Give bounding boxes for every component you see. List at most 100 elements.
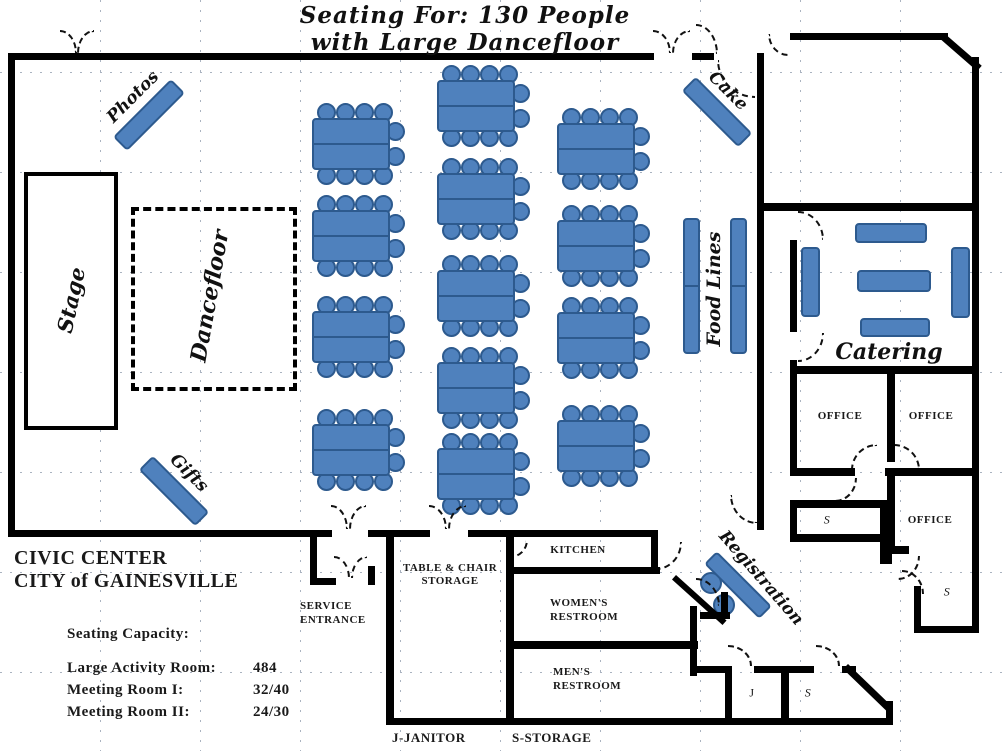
wall <box>972 57 979 633</box>
capacity-heading: Seating Capacity: <box>67 626 190 642</box>
mens-restroom-label-line1: MEN'S <box>553 666 591 678</box>
door-arc <box>334 556 350 578</box>
storage-label-line2: STORAGE <box>421 575 479 587</box>
wall <box>790 366 797 476</box>
door-arc <box>768 34 788 56</box>
door-arc <box>331 505 348 529</box>
banquet-table <box>557 420 635 472</box>
wall <box>508 567 660 574</box>
wall <box>757 53 764 530</box>
table-divider <box>314 235 388 237</box>
grid-line <box>0 572 1002 573</box>
storage-abbrev-label-2: S <box>943 584 951 599</box>
wall <box>8 53 654 60</box>
banquet-table <box>557 312 635 364</box>
table-divider <box>439 295 513 297</box>
wall <box>725 666 732 723</box>
grid-line <box>400 0 401 751</box>
legend-storage: S-STORAGE <box>512 730 592 745</box>
wall <box>790 240 797 332</box>
wall <box>310 530 317 585</box>
wall <box>914 586 921 633</box>
wall <box>914 626 979 633</box>
table-divider <box>439 473 513 475</box>
door-arc <box>851 444 877 470</box>
wall-diagonal <box>939 33 982 72</box>
wall <box>797 468 855 476</box>
building-name: CIVIC CENTER <box>14 547 168 569</box>
catering-table <box>860 318 930 337</box>
door-arc <box>77 30 94 53</box>
office-label-3: OFFICE <box>907 514 953 526</box>
wall <box>887 468 895 552</box>
food-lines-label: Food Lines <box>703 231 725 347</box>
stage-area <box>24 172 118 430</box>
wall <box>690 606 697 676</box>
wall <box>790 33 948 40</box>
wall <box>690 666 725 673</box>
grid-line <box>900 0 901 751</box>
plan-title-line2: with Large Dancefloor <box>310 29 620 56</box>
door-arc <box>351 556 367 578</box>
wall <box>757 203 979 211</box>
catering-label: Catering <box>835 339 943 365</box>
door-arc <box>349 505 366 529</box>
office-label-2: OFFICE <box>908 410 954 422</box>
table-divider <box>559 445 633 447</box>
wall <box>386 718 893 725</box>
catering-table <box>857 270 931 292</box>
grid-line <box>700 0 701 751</box>
table-divider <box>314 449 388 451</box>
grid-line <box>300 0 301 751</box>
wall <box>651 530 658 574</box>
door-arc <box>835 478 857 502</box>
office-label-1: OFFICE <box>817 410 863 422</box>
catering-table <box>855 223 927 243</box>
service-entrance-label-line2: ENTRANCE <box>300 614 366 626</box>
door-arc <box>696 24 718 54</box>
wall <box>8 530 332 537</box>
banquet-table <box>312 210 390 262</box>
catering-table <box>951 247 970 318</box>
banquet-table <box>557 123 635 175</box>
capacity-row-label: Meeting Room II: <box>67 704 190 720</box>
wall <box>781 666 789 723</box>
door-arc <box>728 645 752 666</box>
banquet-table <box>312 118 390 170</box>
plan-title-line1: Seating For: 130 People <box>299 2 631 29</box>
door-arc <box>816 645 840 666</box>
wall <box>468 530 658 537</box>
grid-line <box>200 0 201 751</box>
door-arc <box>656 542 682 570</box>
wall <box>886 701 893 725</box>
banquet-table <box>437 270 515 322</box>
mens-restroom-label-line2: RESTROOM <box>553 680 622 692</box>
wall <box>887 546 909 554</box>
dancefloor-area <box>131 207 297 391</box>
banquet-table <box>437 448 515 500</box>
capacity-row-value: 24/30 <box>253 704 290 720</box>
grid-line <box>600 0 601 751</box>
banquet-table <box>437 173 515 225</box>
capacity-row-label: Large Activity Room: <box>67 660 217 676</box>
table-divider <box>439 198 513 200</box>
table-divider <box>732 285 745 287</box>
wall <box>790 500 890 508</box>
banquet-table <box>557 220 635 272</box>
food-line-table <box>683 218 700 354</box>
wall <box>790 534 890 542</box>
wall <box>885 468 979 476</box>
catering-table <box>801 247 820 317</box>
wall <box>368 566 375 585</box>
storage-label-line1: TABLE & CHAIR <box>402 562 498 574</box>
door-arc <box>672 30 690 53</box>
kitchen-label: KITCHEN <box>550 544 606 556</box>
table-divider <box>559 337 633 339</box>
service-entrance-label-line1: SERVICE <box>300 600 353 612</box>
table-divider <box>314 336 388 338</box>
banquet-table <box>437 80 515 132</box>
wall <box>8 53 15 537</box>
wall <box>721 592 728 618</box>
storage-abbrev-label-3: S <box>804 685 812 700</box>
